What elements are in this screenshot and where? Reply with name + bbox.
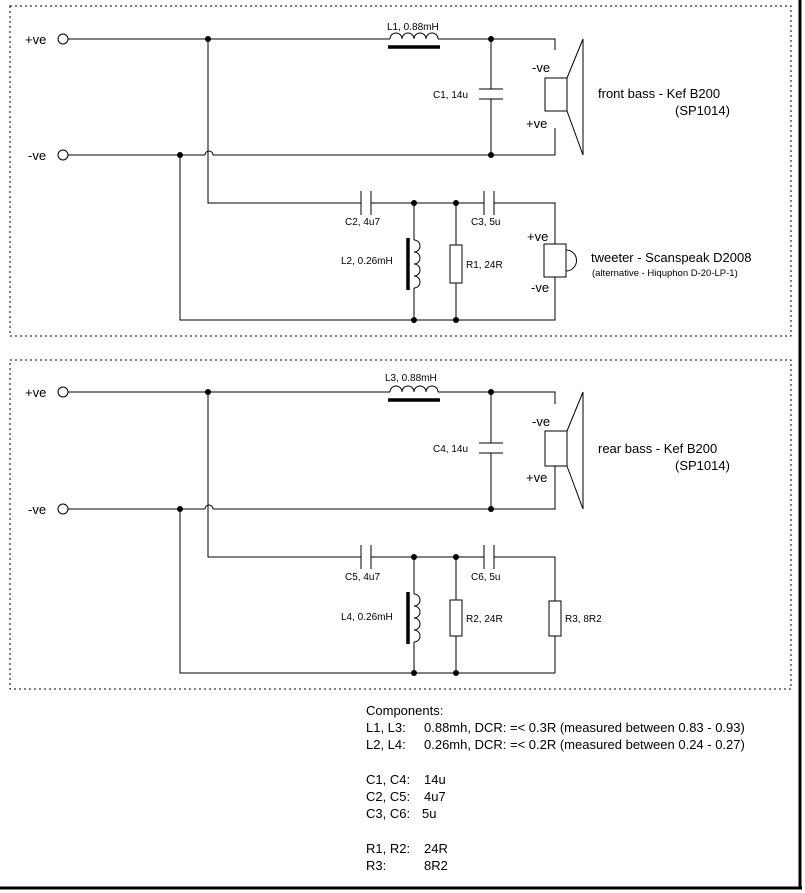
- component-value: 8R2: [424, 857, 448, 873]
- r1-resistor: [449, 244, 463, 284]
- tweeter-feed-wire: [207, 39, 556, 244]
- rear-return-rail: [179, 509, 555, 674]
- l2-label: L2, 0.26mH: [341, 256, 393, 267]
- component-row-r3: R3: 8R2: [366, 857, 796, 874]
- r2-label: R2, 24R: [466, 614, 503, 625]
- component-row-c2-c5: C2, C5: 4u7: [366, 788, 796, 805]
- r3-label: R3, 8R2: [565, 614, 602, 625]
- c3-label: C3, 5u: [471, 217, 500, 228]
- component-key: R3:: [366, 857, 387, 873]
- rear-bass-driver-icon: [544, 391, 584, 510]
- front-return-rail: [179, 155, 556, 321]
- component-key: L1, L3:: [366, 720, 406, 736]
- c5-label: C5, 4u7: [345, 572, 380, 583]
- c2-label: C2, 4u7: [345, 217, 380, 228]
- tweeter-name: tweeter - Scanspeak D2008: [591, 250, 751, 265]
- front-bass-negative-label: -ve: [532, 60, 550, 75]
- component-row-c3-c6: C3, C6: 5u: [366, 805, 796, 822]
- component-row-r1-r2: R1, R2: 24R: [366, 840, 796, 857]
- tweeter-alternative: (alternative - Hiquphon D-20-LP-1): [592, 268, 738, 279]
- rear-positive-terminal-label: +ve: [25, 385, 46, 400]
- front-negative-terminal-label: -ve: [28, 148, 46, 163]
- front-positive-terminal-label: +ve: [25, 32, 46, 47]
- rear-positive-rail: [68, 391, 556, 404]
- front-bass-name: front bass - Kef B200: [598, 86, 720, 101]
- front-negative-terminal: [57, 149, 69, 161]
- rear-branch-feed-wire: [207, 392, 556, 673]
- front-negative-rail: [68, 128, 556, 156]
- rear-negative-terminal: [57, 503, 69, 515]
- c6-label: C6, 5u: [471, 572, 500, 583]
- component-row-c1-c4: C1, C4: 14u: [366, 771, 796, 788]
- front-crossover-boundary: [9, 5, 792, 337]
- rear-negative-terminal-label: -ve: [28, 502, 46, 517]
- rear-junction-dots: [177, 389, 494, 676]
- l3-label: L3, 0.88mH: [385, 373, 437, 384]
- l1-label: L1, 0.88mH: [387, 22, 439, 33]
- component-value: 5u: [422, 806, 437, 822]
- rear-crossover-boundary: [9, 359, 792, 690]
- r1-label: R1, 24R: [466, 260, 503, 271]
- rear-bass-positive-label: +ve: [526, 470, 547, 485]
- l4-coil: [413, 593, 421, 643]
- rear-bass-negative-label: -ve: [532, 414, 550, 429]
- component-row-inductors-small: L2, L4: 0.26mh, DCR: =< 0.2R (measured be…: [366, 736, 796, 753]
- rear-bass-model: (SP1014): [675, 458, 730, 473]
- component-key: L2, L4:: [366, 737, 406, 753]
- c1-label: C1, 14u: [433, 90, 468, 101]
- rear-wire-crossover: [204, 504, 214, 510]
- rear-crossover: +ve -ve L3, 0.88mH C4, 14u C5, 4u7 C6, 5…: [9, 359, 792, 690]
- tweeter-driver-icon: [543, 243, 577, 278]
- c4-label: C4, 14u: [433, 444, 468, 455]
- l3-coil: [389, 385, 439, 393]
- tweeter-positive-label: +ve: [527, 229, 548, 244]
- r2-resistor: [449, 599, 463, 637]
- front-bass-model: (SP1014): [675, 103, 730, 118]
- front-junction-dots: [177, 36, 494, 323]
- r3-resistor: [548, 600, 562, 637]
- component-value: 0.26mh, DCR: =< 0.2R (measured between 0…: [424, 737, 745, 753]
- component-key: C2, C5:: [366, 788, 411, 804]
- component-row-inductors-large: L1, L3: 0.88mh, DCR: =< 0.3R (measured be…: [366, 719, 796, 736]
- l1-coil: [389, 32, 439, 40]
- front-positive-rail: [68, 38, 556, 50]
- component-key: C3, C6:: [366, 806, 411, 822]
- front-bass-positive-label: +ve: [526, 116, 547, 131]
- rear-bass-name: rear bass - Kef B200: [598, 441, 717, 456]
- front-positive-terminal: [57, 33, 69, 45]
- front-wire-crossover: [204, 150, 214, 156]
- component-value: 0.88mh, DCR: =< 0.3R (measured between 0…: [424, 720, 745, 736]
- component-value: 4u7: [424, 788, 446, 804]
- front-crossover: +ve -ve L1, 0.88mH C1, 14u C2, 4u7 C3, 5…: [9, 5, 792, 337]
- front-bass-driver-icon: [544, 38, 584, 156]
- components-title: Components:: [366, 703, 444, 718]
- rear-positive-terminal: [57, 386, 69, 398]
- component-key: R1, R2:: [366, 840, 411, 856]
- l4-label: L4, 0.26mH: [341, 612, 393, 623]
- component-key: C1, C4:: [366, 771, 411, 787]
- l2-coil: [413, 239, 421, 289]
- component-value: 14u: [424, 771, 446, 787]
- tweeter-negative-label: -ve: [531, 280, 549, 295]
- components-list: Components: L1, L3: 0.88mh, DCR: =< 0.3R …: [366, 702, 796, 874]
- rear-negative-rail: [68, 466, 556, 510]
- component-value: 24R: [424, 840, 448, 856]
